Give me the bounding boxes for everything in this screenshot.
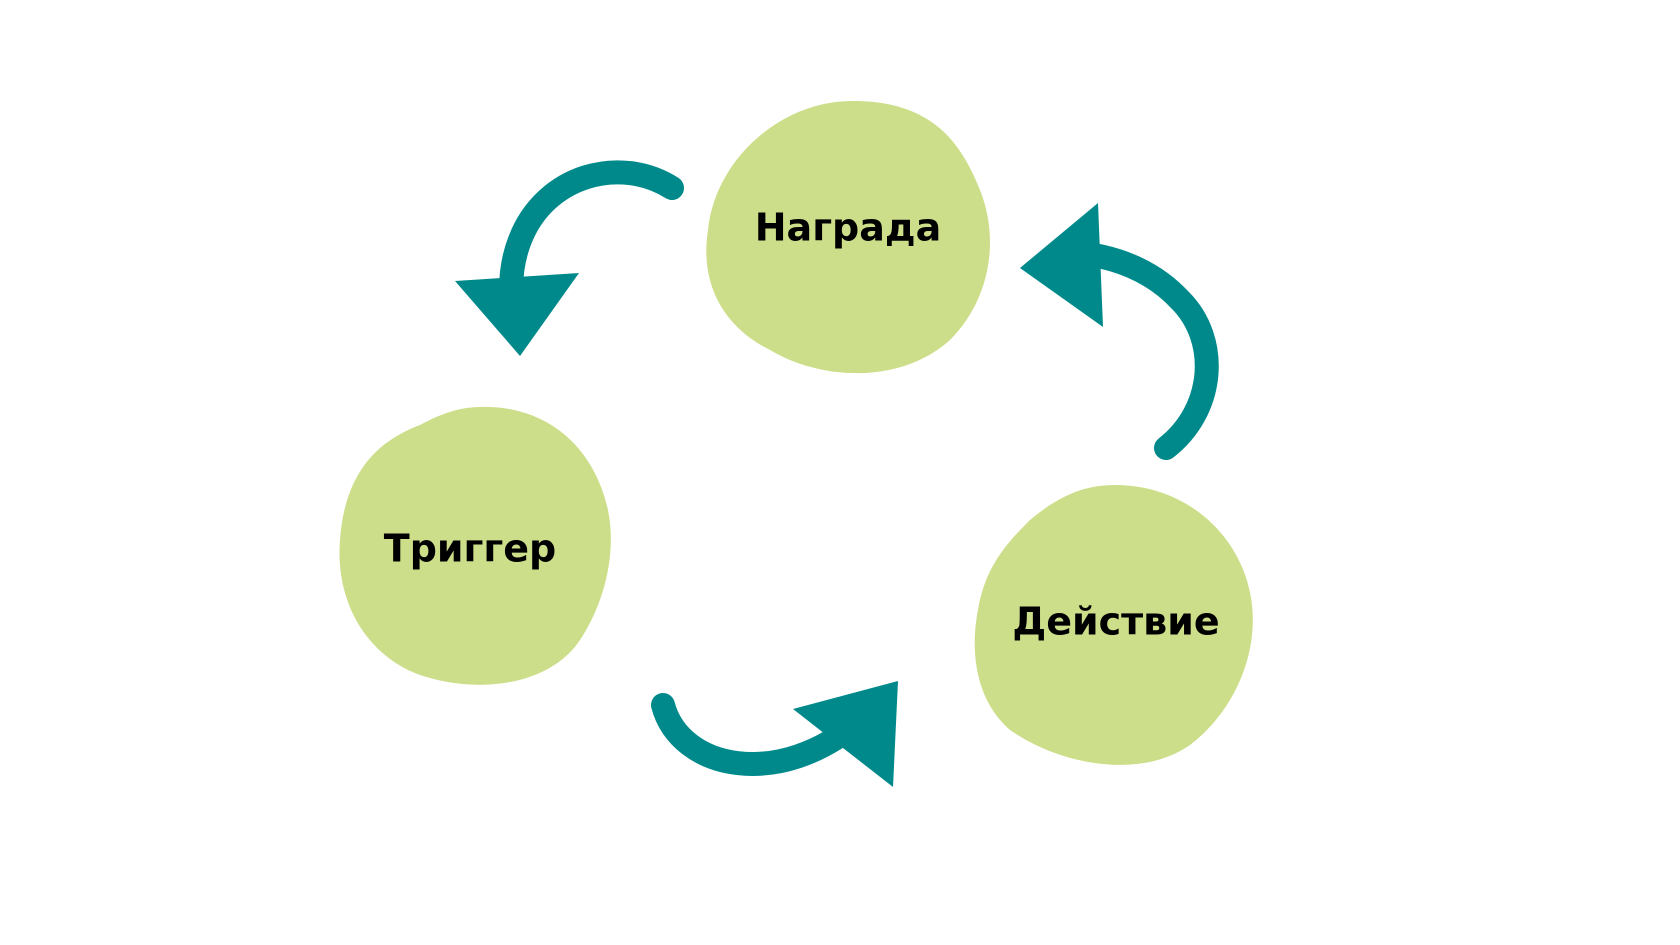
action-blob <box>974 485 1253 765</box>
trigger-blob <box>339 406 611 685</box>
action-label: Действие <box>1012 600 1219 644</box>
arrow-reward-to-trigger <box>455 160 684 356</box>
node-reward: Награда <box>706 100 990 374</box>
reward-blob <box>706 100 990 374</box>
arrow-action-to-reward <box>1020 203 1219 460</box>
arrow-body <box>651 693 872 776</box>
reward-label: Награда <box>755 206 941 250</box>
arrowhead-icon <box>1020 203 1103 327</box>
trigger-label: Триггер <box>384 527 556 571</box>
arrow-trigger-to-action <box>651 681 898 787</box>
arrowhead-icon <box>793 681 898 787</box>
node-trigger: Триггер <box>339 406 611 685</box>
arrowhead-icon <box>455 273 579 356</box>
arrow-body <box>1058 240 1219 460</box>
node-action: Действие <box>974 485 1253 765</box>
